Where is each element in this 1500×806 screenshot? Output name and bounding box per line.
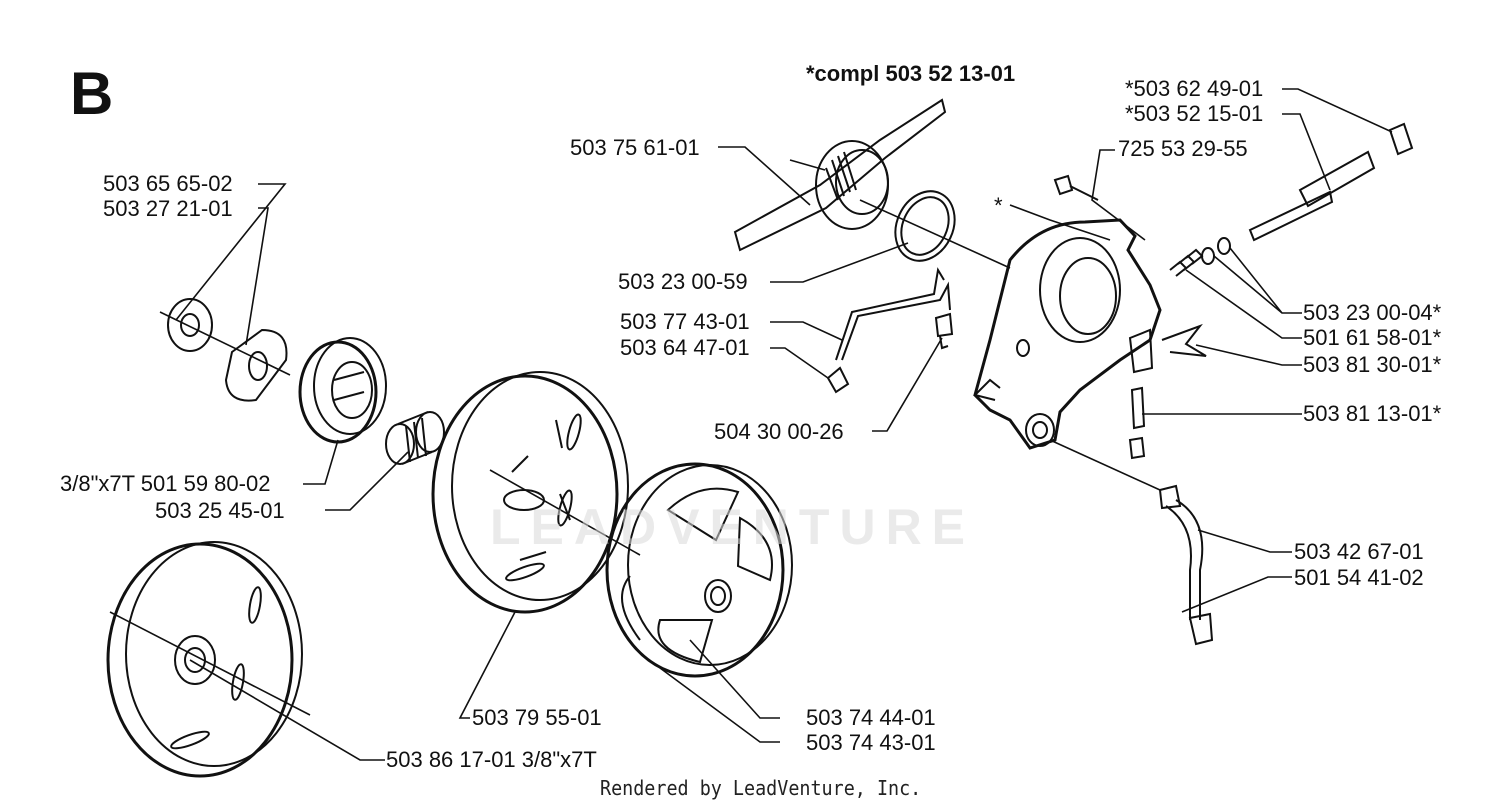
part-label-p18: 501 54 41-02 (1294, 565, 1424, 590)
part-label-p23: * (994, 193, 1003, 218)
part-label-p17: 503 42 67-01 (1294, 539, 1424, 564)
washer (224, 328, 288, 402)
needle-bearing (385, 411, 445, 465)
part-label-p8: 503 64 47-01 (620, 335, 750, 360)
pump-drive-gear (733, 98, 947, 252)
suction-hose (1158, 484, 1214, 646)
adjuster-screw (1128, 386, 1146, 460)
o-ring (894, 190, 956, 262)
retaining-clip (1161, 323, 1207, 357)
part-label-p22: 503 86 17-01 3/8"x7T (386, 747, 597, 772)
oil-pump-housing (973, 218, 1162, 450)
part-label-p4: 503 25 45-01 (155, 498, 285, 523)
clutch-drum-small (106, 541, 303, 778)
part-label-p21: 503 74 43-01 (806, 730, 936, 755)
e-clip (167, 298, 213, 352)
oil-pipe (826, 267, 951, 394)
clutch-drum (431, 371, 629, 614)
spring-and-washers (1169, 237, 1231, 277)
pump-shaft (1248, 122, 1414, 242)
part-label-p11: *503 62 49-01 (1125, 76, 1264, 101)
leader-lines (109, 88, 1393, 761)
part-label-p5: 503 75 61-01 (570, 135, 700, 160)
watermark: LEADVENTURE (490, 499, 976, 555)
part-label-p14: 501 61 58-01* (1303, 325, 1442, 350)
part-label-p1: 503 65 65-02 (103, 171, 233, 196)
part-label-p16: 503 81 13-01* (1303, 401, 1442, 426)
section-letter: B (70, 60, 114, 127)
rim-sprocket (298, 337, 387, 444)
part-label-p13: 503 23 00-04* (1303, 300, 1442, 325)
part-label-p2: 503 27 21-01 (103, 196, 233, 221)
part-label-p3: 3/8"x7T 501 59 80-02 (60, 471, 271, 496)
part-label-p6: 503 23 00-59 (618, 269, 748, 294)
part-label-p12: *503 52 15-01 (1125, 101, 1264, 126)
part-label-p19: 503 79 55-01 (472, 705, 602, 730)
part-label-p10: 725 53 29-55 (1118, 136, 1248, 161)
part-label-p15: 503 81 30-01* (1303, 352, 1442, 377)
assembly-note: *compl 503 52 13-01 (806, 61, 1016, 86)
part-label-p20: 503 74 44-01 (806, 705, 936, 730)
clutch-assembly (605, 462, 793, 678)
part-label-p7: 503 77 43-01 (620, 309, 750, 334)
bolt (1053, 174, 1099, 201)
footer-credit: Rendered by LeadVenture, Inc. (600, 776, 922, 800)
part-label-p9: 504 30 00-26 (714, 419, 844, 444)
